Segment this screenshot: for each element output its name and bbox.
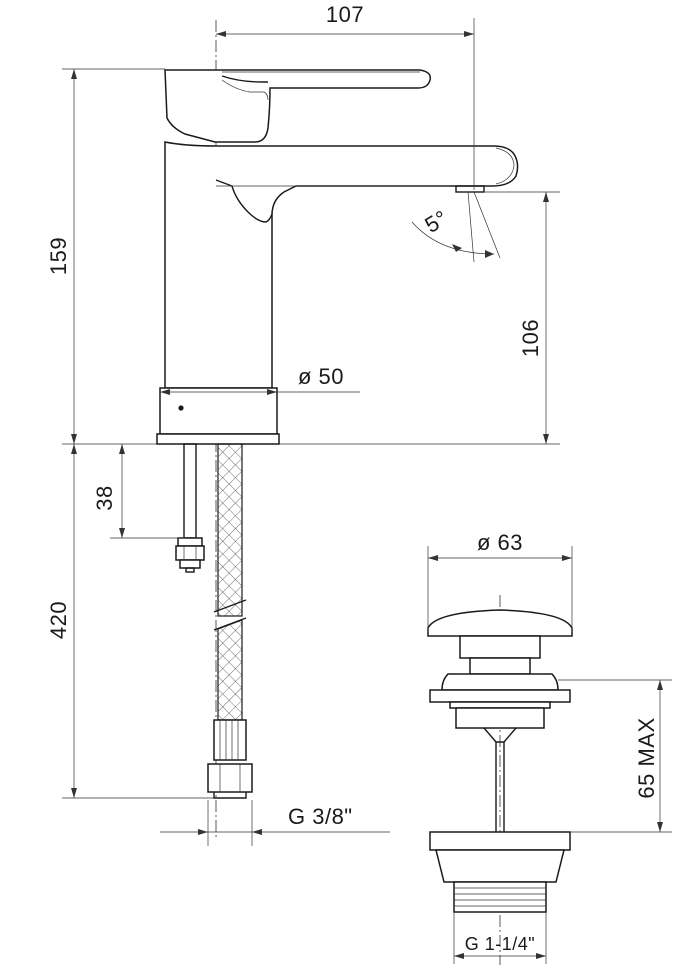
dimension-hose-thread: G 3/8" [160,800,390,846]
dimension-waste-thread-label: G 1-1/4" [465,934,535,954]
aerator [455,185,485,193]
base-plate [156,433,280,445]
waste-cap [427,609,573,637]
hose-fitting [207,719,253,799]
dimension-angle-5: 5° [411,191,501,263]
dimension-106: 106 [279,191,560,445]
pop-up-waste [427,595,573,965]
dimension-hose-thread-label: G 3/8" [288,804,353,829]
waste-flange [441,673,559,691]
set-screw-dot [178,405,184,411]
base-ring [159,387,278,435]
dimension-107-label: 107 [326,2,364,27]
dimension-waste-thread: G 1-1/4" [453,912,547,964]
dimension-159: 159 [46,68,165,445]
dimension-angle-label: 5° [420,205,452,238]
braided-hose-upper [217,443,243,617]
dimension-420-label: 420 [46,601,71,639]
tap-body [164,141,519,389]
dimension-65-max: 65 MAX [558,679,672,833]
rod-nut [175,537,205,573]
waste-body-top [429,831,571,851]
lever-handle [164,69,432,143]
dimension-107: 107 [216,2,475,190]
mixer-tap [156,20,519,840]
threaded-rod [183,443,197,539]
waste-thread [453,881,547,913]
dimension-diameter-63: ø 63 [427,530,573,632]
dimension-38-label: 38 [92,485,117,510]
dimension-65-max-label: 65 MAX [634,717,659,798]
dimension-106-label: 106 [518,319,543,357]
dimension-diameter-50: ø 50 [160,364,360,395]
dimension-diameter-50-label: ø 50 [298,364,344,389]
dimension-159-label: 159 [46,237,71,275]
braided-hose-lower [217,619,243,721]
dimension-diameter-63-label: ø 63 [477,530,523,555]
dimension-38: 38 [92,444,186,539]
dimension-420: 420 [46,444,214,799]
